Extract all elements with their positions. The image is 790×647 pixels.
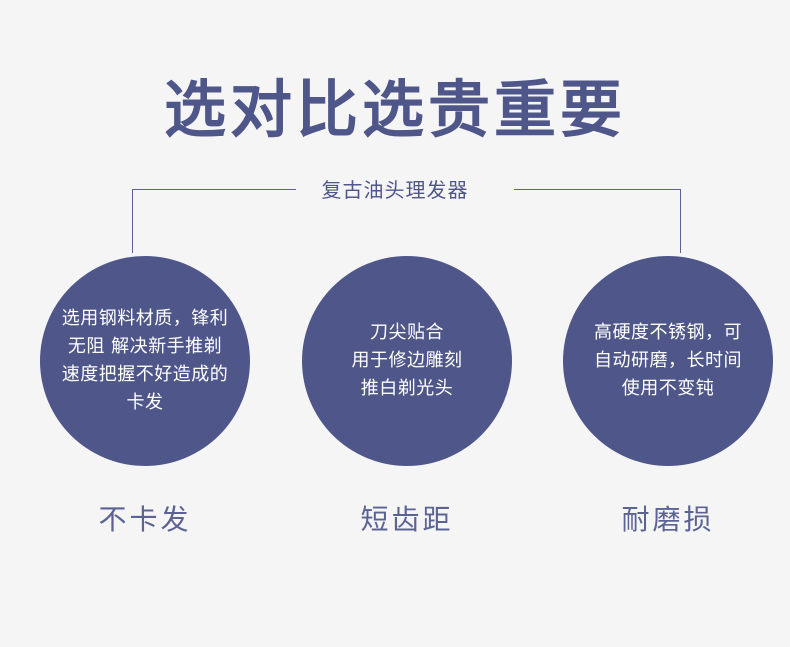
page-title: 选对比选贵重要 bbox=[163, 73, 626, 146]
feature-description: 选用钢料材质，锋利 无阻 解决新手推剃 速度把握不好造成的 卡发 bbox=[61, 308, 229, 413]
subtitle: 复古油头理发器 bbox=[321, 178, 469, 202]
feature-description: 刀尖贴合 用于修边雕刻 推白剃光头 bbox=[351, 322, 463, 399]
feature-circle-short-teeth: 刀尖贴合 用于修边雕刻 推白剃光头 bbox=[302, 256, 512, 466]
feature-caption: 短齿距 bbox=[360, 503, 454, 536]
bracket-top-right bbox=[514, 189, 680, 190]
feature-circle-anti-jam: 选用钢料材质，锋利 无阻 解决新手推剃 速度把握不好造成的 卡发 bbox=[40, 256, 250, 466]
feature-circle-wear-resistant: 高硬度不锈钢，可 自动研磨，长时间 使用不变钝 bbox=[563, 256, 773, 466]
feature-caption: 耐磨损 bbox=[621, 503, 715, 536]
bracket-drop-right bbox=[680, 189, 681, 253]
feature-description: 高硬度不锈钢，可 自动研磨，长时间 使用不变钝 bbox=[594, 322, 742, 399]
feature-caption: 不卡发 bbox=[98, 503, 192, 536]
bracket-top-left bbox=[132, 189, 296, 190]
bracket-drop-left bbox=[132, 189, 133, 253]
